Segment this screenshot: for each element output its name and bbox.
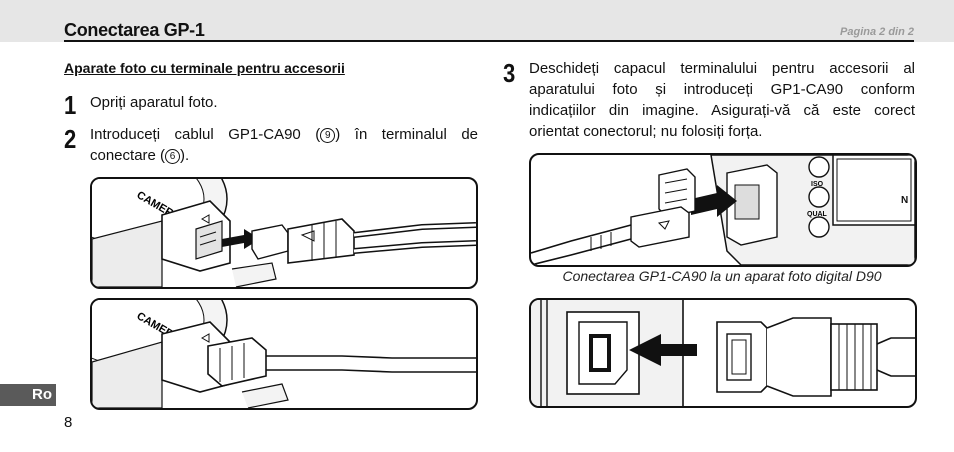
insert-arrow-icon-3 [629,334,697,366]
step-text-1: Opriți aparatul foto. [90,94,218,111]
step-2-text-after: ). [180,147,190,164]
language-label: Ro [32,386,52,403]
cable-connected-drawing: CAMERA [92,300,476,408]
qual-button-label: QUAL [807,211,828,218]
insert-cable-drawing: CAMERA [92,179,476,287]
step-number-1: 1 [64,90,77,120]
iso-button-label: ISO [811,181,824,188]
connector-closeup-drawing [531,300,915,406]
figure-caption: Conectarea GP1-CA90 la un aparat foto di… [562,268,882,284]
illustration-d90-connection: N ISO QUAL [529,153,917,267]
page-title: Conectarea GP-1 [64,20,205,40]
step-text-2: Introduceți cablul GP1-CA90 (9) în termi… [90,124,478,166]
ref-number-6: 6 [165,149,181,164]
d90-connection-drawing: N ISO QUAL [531,155,915,265]
insert-arrow-icon [222,229,260,249]
step-number-3: 3 [503,58,516,88]
svg-text:N: N [901,195,908,206]
insert-arrow-icon-2 [691,185,737,217]
illustration-connector-closeup [529,298,917,408]
step-2-text-mid: ) în terminalul de conectare ( [90,126,479,164]
illustration-insert-cable: CAMERA [90,177,478,289]
step-2-text-before: Introduceți cablul GP1-CA90 ( [90,126,321,143]
ref-number-9: 9 [320,128,336,143]
page-indicator: Pagina 2 din 2 [840,26,914,38]
illustration-cable-connected: CAMERA [90,298,478,410]
page-number: 8 [64,414,73,431]
header-band [0,0,954,42]
step-number-2: 2 [64,124,77,154]
header-rule [64,40,914,42]
language-tab: Ro [0,384,56,406]
step-text-3: Deschideți capacul terminalului pentru a… [529,60,915,140]
section-subheading: Aparate foto cu terminale pentru accesor… [64,60,345,76]
